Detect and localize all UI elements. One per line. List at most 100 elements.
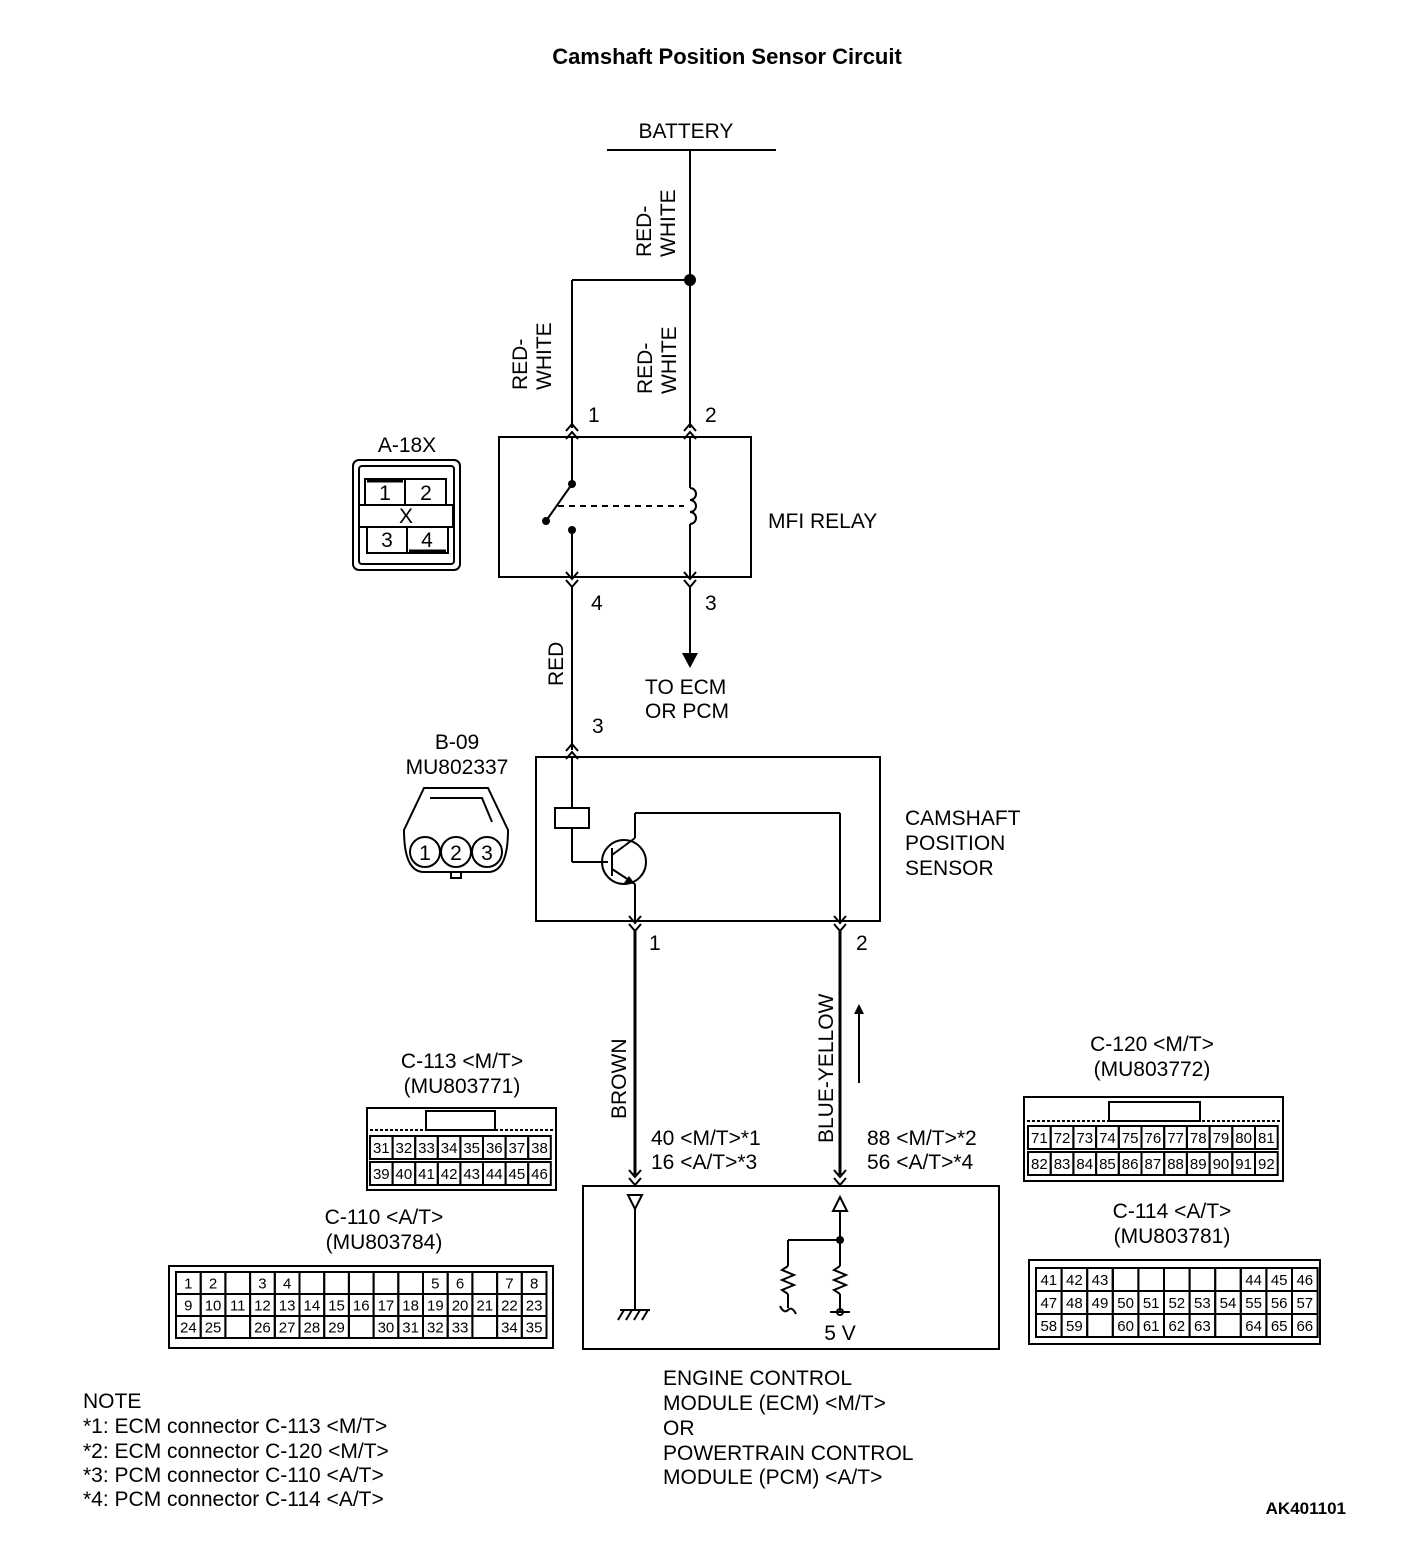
hall-element bbox=[554, 807, 590, 829]
c120-pin-label: 85 bbox=[1099, 1156, 1116, 1173]
c120-pin-label: 77 bbox=[1167, 1130, 1184, 1147]
c114-pin-label: 44 bbox=[1245, 1272, 1262, 1289]
c120-pin-label: 80 bbox=[1235, 1130, 1252, 1147]
relay-pin-4: 4 bbox=[421, 529, 433, 552]
c120-pin-label: 91 bbox=[1235, 1156, 1252, 1173]
c110-pin-label: 20 bbox=[452, 1298, 469, 1315]
c110-pin-label: 21 bbox=[476, 1298, 493, 1315]
c114-pin-label: 60 bbox=[1117, 1318, 1134, 1335]
c110-pin-label: 35 bbox=[526, 1320, 543, 1337]
sensor-pin-1: 1 bbox=[419, 842, 431, 865]
battery-symbol: BATTERY bbox=[607, 120, 776, 151]
resistor-icon bbox=[831, 1265, 849, 1295]
c110-pin-label: 16 bbox=[353, 1298, 370, 1315]
ecm-name-line-4: POWERTRAIN CONTROL bbox=[663, 1442, 913, 1465]
battery-feed-wire: RED- WHITE RED- WHITE RED- WHITE bbox=[509, 150, 696, 428]
c110-pin-label: 13 bbox=[279, 1298, 296, 1315]
c110-pin-cell bbox=[520, 1315, 548, 1339]
c110-pin-label: 4 bbox=[283, 1276, 291, 1293]
c114-pin-label: 49 bbox=[1092, 1295, 1109, 1312]
c114-pin-cell bbox=[1214, 1313, 1242, 1338]
wire-color-red-white-right-1: RED- bbox=[634, 343, 657, 394]
c110-pin-label: 17 bbox=[378, 1298, 395, 1315]
battery-label: BATTERY bbox=[639, 120, 734, 143]
c114-pin-label: 65 bbox=[1271, 1318, 1288, 1335]
c120-label: C-120 <M/T> bbox=[1090, 1033, 1214, 1056]
c114-pin-label: 59 bbox=[1066, 1318, 1083, 1335]
c120-pin-label: 82 bbox=[1031, 1156, 1048, 1173]
figure-code: AK401101 bbox=[1266, 1499, 1346, 1518]
c110-pin-label: 18 bbox=[402, 1298, 419, 1315]
c120-part: (MU803772) bbox=[1094, 1058, 1211, 1081]
c110-pin-label: 11 bbox=[230, 1298, 246, 1315]
c113-pin-cell bbox=[527, 1161, 552, 1186]
ecm-pin-left-2: 16 <A/T>*3 bbox=[651, 1151, 757, 1174]
wire-color-red: RED bbox=[545, 642, 568, 686]
c110-pin-label: 5 bbox=[431, 1276, 439, 1293]
c113-pin-label: 45 bbox=[509, 1166, 526, 1183]
wire-color-red-white-top-2: WHITE bbox=[657, 189, 680, 257]
c113-pin-label: 39 bbox=[373, 1166, 390, 1183]
c114-key-slot bbox=[1111, 1267, 1242, 1292]
relay-terminal-2: 2 bbox=[705, 404, 717, 427]
c114-pin-label: 51 bbox=[1143, 1295, 1160, 1312]
relay-pin-1: 1 bbox=[379, 482, 391, 505]
c114-pin-label: 57 bbox=[1296, 1295, 1313, 1312]
c110-pin-label: 28 bbox=[304, 1320, 321, 1337]
c110-pin-cell bbox=[224, 1315, 252, 1339]
c120-pin-label: 92 bbox=[1258, 1156, 1275, 1173]
c114-pin-cell bbox=[1214, 1267, 1242, 1292]
c114-pin-label: 50 bbox=[1117, 1295, 1134, 1312]
c114-pin-label: 43 bbox=[1092, 1272, 1109, 1289]
c114-pin-label: 66 bbox=[1296, 1318, 1313, 1335]
c114-pin-cell bbox=[1086, 1313, 1114, 1338]
sensor-connector-label: B-09 bbox=[435, 731, 479, 754]
c114-pin-cell bbox=[1188, 1267, 1217, 1292]
ecm-pin-right-2: 56 <A/T>*4 bbox=[867, 1151, 974, 1174]
c113-pin-label: 31 bbox=[373, 1140, 390, 1157]
c110-key-slot bbox=[298, 1271, 424, 1295]
c110-pin-label: 6 bbox=[456, 1276, 464, 1293]
sensor-output-wires: BROWN BLUE-YELLOW 40 <M/T>*1 16 <A/T>*3 … bbox=[608, 931, 977, 1187]
c110-pin-label: 22 bbox=[501, 1298, 518, 1315]
sensor-terminal-2: 2 bbox=[856, 932, 868, 955]
c113-label: C-113 <M/T> bbox=[401, 1050, 523, 1073]
note-heading: NOTE bbox=[83, 1390, 141, 1413]
c110-pin-label: 23 bbox=[526, 1298, 543, 1315]
c114-pin-label: 41 bbox=[1040, 1272, 1057, 1289]
wire-color-red-white-left-1: RED- bbox=[509, 339, 532, 390]
sensor-connector-b09: B-09 MU802337 1 2 3 bbox=[402, 731, 510, 879]
c114-pin-label: 64 bbox=[1245, 1318, 1262, 1335]
ecm-pin-left-1: 40 <M/T>*1 bbox=[651, 1127, 761, 1150]
c120-pin-label: 79 bbox=[1213, 1130, 1230, 1147]
note-line-1: *1: ECM connector C-113 <M/T> bbox=[83, 1415, 387, 1438]
transistor-symbol bbox=[601, 839, 647, 885]
c110-pin-label: 19 bbox=[427, 1298, 444, 1315]
c120-pin-cell bbox=[1254, 1125, 1279, 1150]
diagram-title: Camshaft Position Sensor Circuit bbox=[552, 44, 902, 69]
c113-pin-label: 37 bbox=[509, 1140, 526, 1157]
c120-pin-label: 81 bbox=[1258, 1130, 1275, 1147]
c120-pin-label: 83 bbox=[1054, 1156, 1071, 1173]
c110-pin-label: 10 bbox=[205, 1298, 222, 1315]
sensor-terminal-1: 1 bbox=[649, 932, 661, 955]
c110-pin-label: 27 bbox=[279, 1320, 296, 1337]
c114-pin-label: 48 bbox=[1066, 1295, 1083, 1312]
c114-pin-label: 63 bbox=[1194, 1318, 1211, 1335]
c110-pin-cell bbox=[298, 1271, 326, 1295]
c113-pin-label: 46 bbox=[531, 1166, 548, 1183]
c120-pin-label: 71 bbox=[1031, 1130, 1048, 1147]
relay-terminal-3: 3 bbox=[705, 592, 717, 615]
c120-pin-cell bbox=[1254, 1151, 1279, 1176]
c113-pin-label: 32 bbox=[396, 1140, 413, 1157]
ecm-voltage-label: 5 V bbox=[824, 1322, 856, 1345]
note-line-3: *3: PCM connector C-110 <A/T> bbox=[83, 1464, 384, 1487]
sensor-name-line-3: SENSOR bbox=[905, 857, 994, 880]
c110-pin-cell bbox=[224, 1271, 252, 1295]
c114-pin-label: 58 bbox=[1040, 1318, 1057, 1335]
c114-pin-cell bbox=[1291, 1313, 1319, 1338]
